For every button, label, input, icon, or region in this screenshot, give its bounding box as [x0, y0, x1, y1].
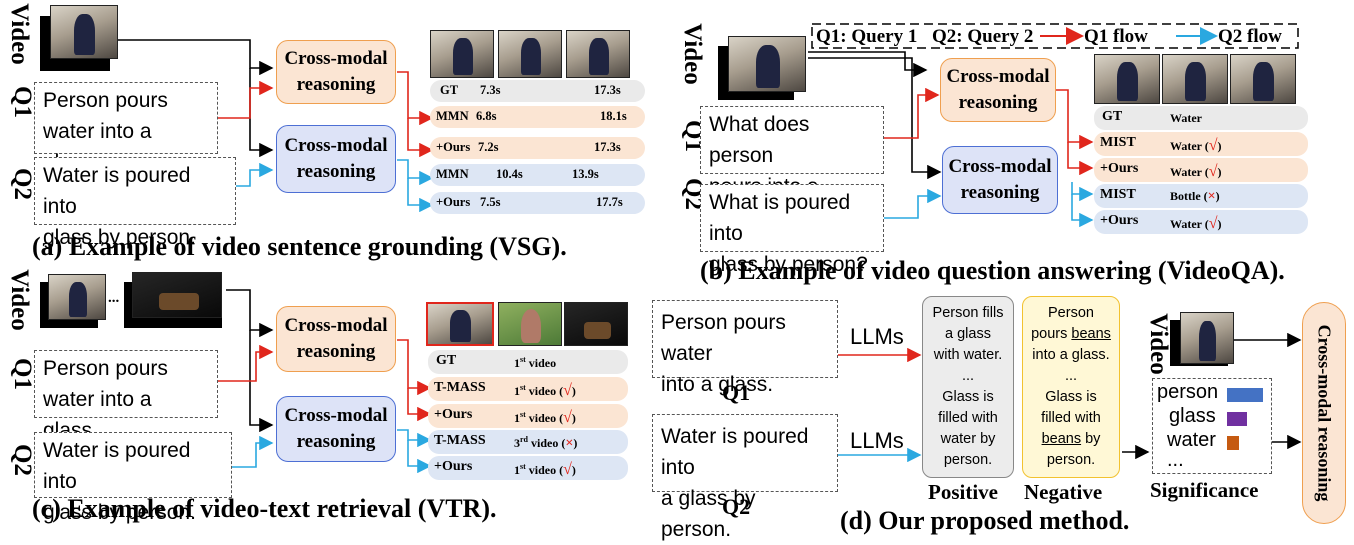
negative-label: Negative [1024, 480, 1103, 504]
sig-bar-water [1227, 436, 1239, 450]
sig-word-glass: glass [1169, 405, 1216, 427]
video-label-c: Video [6, 269, 33, 331]
retrieved-frame-1 [426, 302, 494, 346]
cross-modal-reasoning-d: Cross-modal reasoning [1302, 302, 1346, 524]
llms-label-2: LLMs [850, 428, 904, 453]
positive-text-box: Person fills a glass with water. ... Gla… [922, 296, 1014, 478]
q2-query-box: Water is poured into glass by person. [34, 157, 236, 249]
q2-query-box-c: Water is poured into glass by person. [34, 432, 232, 524]
q2-input-box: Water is poured into a glass by person. [652, 414, 838, 541]
sig-more: ... [1167, 449, 1184, 471]
significance-box: person glass water ... [1152, 378, 1272, 474]
sig-word-water: water [1167, 429, 1216, 451]
frame-b-3 [1230, 54, 1296, 104]
q1-query-box-c: Person pours water into a glass. [34, 350, 218, 442]
legend-q1: Q1: Query 1 [816, 26, 918, 47]
llms-label-1: LLMs [850, 324, 904, 349]
sig-bar-person [1227, 388, 1263, 402]
video-thumbnail [50, 5, 118, 59]
sig-word-person: person [1157, 381, 1219, 403]
legend-q2: Q2: Query 2 [932, 26, 1034, 47]
beans-word: beans [1041, 431, 1082, 447]
video-thumbnail-d [1180, 312, 1234, 364]
q1-input-box: Person pours water into a glass. [652, 300, 838, 396]
q2-label-d: Q2 [722, 494, 751, 519]
video-label: Video [6, 3, 33, 65]
negative-text-box: Person pours beans into a glass. ... Gla… [1022, 296, 1120, 478]
legend-q2-flow: Q2 flow [1218, 26, 1282, 47]
q2-label-c: Q2 [9, 444, 36, 476]
retrieved-frame-3 [564, 302, 628, 346]
q1-question-box: What does person pours into a glass? [700, 106, 884, 229]
legend-box [811, 23, 1299, 49]
positive-label: Positive [928, 480, 998, 504]
video-thumbnail-c1 [48, 274, 106, 320]
frame-3 [566, 30, 630, 78]
ellipsis: ... [108, 290, 120, 306]
q1-label-c: Q1 [9, 358, 36, 390]
frame-b-1 [1094, 54, 1160, 104]
q2-label: Q2 [9, 168, 36, 200]
video-label-d: Video [1145, 313, 1172, 375]
video-label-b: Video [679, 23, 706, 85]
video-thumbnail-b [728, 36, 806, 92]
beans-word: beans [1071, 326, 1111, 342]
q2-question-box: What is poured into glass by person? [700, 184, 884, 276]
legend-q1-flow: Q1 flow [1084, 26, 1148, 47]
q1-label: Q1 [9, 86, 36, 118]
caption-c: (c) Example of video-text retrieval (VTR… [32, 494, 497, 523]
sig-bar-glass [1227, 412, 1247, 426]
significance-label: Significance [1150, 478, 1259, 502]
retrieved-frame-2 [498, 302, 562, 346]
frame-1 [430, 30, 494, 78]
frame-2 [498, 30, 562, 78]
caption-a: (a) Example of video sentence grounding … [32, 232, 567, 261]
caption-d: (d) Our proposed method. [840, 506, 1130, 535]
video-thumbnail-c2 [132, 272, 222, 318]
q1-label-d: Q1 [722, 380, 751, 405]
q1-query-box: Person pours water into a glass. [34, 82, 218, 174]
frame-b-2 [1162, 54, 1228, 104]
caption-b: (b) Example of video question answering … [700, 256, 1285, 285]
